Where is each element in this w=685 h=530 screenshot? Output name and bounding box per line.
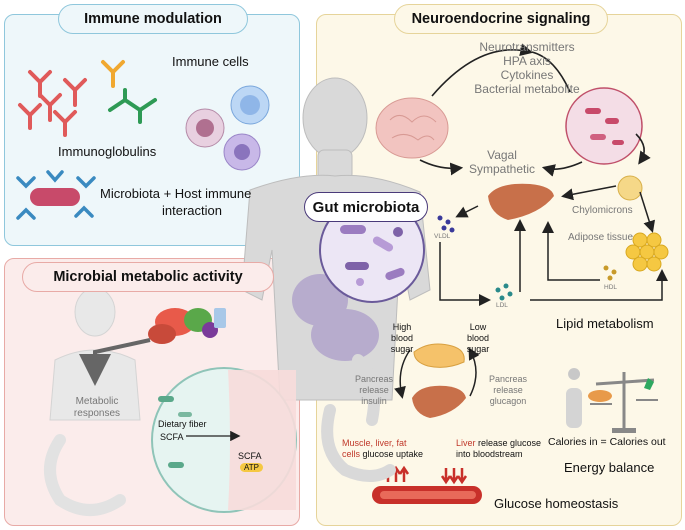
energy-balance-label: Energy balance [564, 460, 655, 475]
immune-cells [185, 85, 270, 171]
glucose-uptake-label: Muscle, liver, fat cells glucose uptake [342, 438, 423, 460]
interaction-label-line1: Microbiota + Host immune [100, 186, 252, 201]
signal-neurotransmitters: Neurotransmitters [479, 40, 575, 54]
pancreas-glucagon-label: Pancreas release glucagon [478, 374, 538, 407]
gut-to-vagal-arrow [541, 161, 583, 177]
lipid-metabolism-label: Lipid metabolism [556, 316, 654, 331]
vldl-label: VLDL [434, 233, 451, 240]
atp-badge: ATP [240, 463, 263, 472]
chylomicron-icon [617, 175, 643, 201]
pancreas-insulin-label: Pancreas release insulin [344, 374, 404, 407]
signal-bacterial-metabolite: Bacterial metabolite [474, 82, 580, 96]
liver-icon-bottom [412, 385, 466, 418]
calories-label: Calories in = Calories out [548, 436, 666, 448]
brain-image [375, 97, 449, 159]
ldl-label: LDL [496, 302, 508, 309]
dietary-fiber-label: Dietary fiber [158, 419, 207, 429]
pancreas-icon [413, 343, 465, 368]
vagal-sympathetic-label: Vagal Sympathetic [462, 148, 542, 176]
metabolic-line1: Metabolic [75, 396, 119, 407]
food-icon [148, 308, 226, 344]
antibody-cluster-red [18, 70, 87, 137]
release-red: Liver [456, 438, 476, 448]
immune-modulation-title: Immune modulation [58, 4, 248, 34]
body-intestines [292, 274, 379, 361]
glucose-homeostasis-label: Glucose homeostasis [494, 496, 619, 511]
vldl-dots [437, 215, 455, 233]
neuro-signals-list: Neurotransmitters HPA axis Cytokines Bac… [452, 40, 602, 96]
gut-to-chylomicrons-arrow [635, 133, 651, 165]
insulin-line2: release [359, 385, 389, 395]
release-rest: release glucose [475, 438, 542, 448]
microbial-metabolic-title: Microbial metabolic activity [22, 262, 274, 292]
gut-microbiota-circle [319, 197, 425, 303]
adipose-tissue-label: Adipose tissue [568, 232, 634, 243]
signal-hpa-axis: HPA axis [503, 54, 551, 68]
interaction-label-line2: interaction [162, 203, 222, 218]
energy-balance-scale [566, 368, 658, 433]
low-sugar-word: sugar [466, 344, 490, 354]
uptake-red-line1: Muscle, liver, fat [342, 438, 407, 448]
immunoglobulins-label: Immunoglobulins [58, 144, 157, 159]
ldl-dots [495, 283, 513, 301]
high-blood-word: blood [390, 333, 414, 343]
glucagon-line1: Pancreas [488, 374, 528, 384]
neuroendocrine-title: Neuroendocrine signaling [394, 4, 608, 34]
hdl-to-liver-arrow [542, 221, 600, 281]
sympathetic-label: Sympathetic [468, 162, 536, 176]
release-arrows [440, 468, 468, 485]
high-sugar-word: sugar [390, 344, 414, 354]
immune-cells-label: Immune cells [172, 54, 249, 69]
liver-to-vldl-arrow [455, 205, 479, 218]
adipose-tissue-icon [625, 232, 669, 272]
metabolic-line2: responses [73, 408, 121, 419]
low-word: Low [469, 322, 487, 332]
intestine-silhouette [44, 434, 126, 516]
brain-to-vagal-arrow [419, 159, 464, 176]
chylomicrons-label: Chylomicrons [572, 205, 633, 216]
chylomicron-to-adipose-arrow [639, 191, 656, 233]
intestine-circle [151, 367, 297, 513]
glucagon-line3: glucagon [489, 396, 527, 406]
insulin-line1: Pancreas [354, 374, 394, 384]
brain-to-gut-arrow [431, 43, 534, 97]
uptake-rest: glucose uptake [360, 449, 424, 459]
antibody-yellow [101, 60, 125, 88]
food-to-body-arrow [79, 338, 151, 386]
chylomicron-to-liver-arrow [561, 185, 617, 201]
glucagon-line2: release [493, 385, 523, 395]
signal-cytokines: Cytokines [500, 68, 554, 82]
microbe-antibody-interaction [16, 170, 96, 220]
gut-microbiota-title: Gut microbiota [304, 192, 428, 222]
hdl-label: HDL [604, 284, 618, 291]
antibody-green [108, 88, 157, 124]
glucagon-arrow [468, 347, 480, 397]
gut-microbiome-circle-neuro [565, 87, 643, 165]
glucose-release-label: Liver release glucose into bloodstream [456, 438, 541, 460]
low-blood-sugar-label: Low blood sugar [458, 322, 498, 355]
vldl-to-ldl-arrow [439, 242, 491, 306]
gut-to-brain-arc [531, 51, 571, 93]
scfa-label-2: SCFA [238, 451, 262, 461]
scfa-label-1: SCFA [160, 432, 184, 442]
large-intestine-neuro [321, 354, 396, 482]
uptake-red-line2: cells [342, 449, 361, 459]
liver-icon-top [488, 183, 554, 220]
high-word: High [392, 322, 412, 332]
hdl-dots [603, 265, 617, 281]
release-line2: into bloodstream [456, 449, 523, 459]
high-blood-sugar-label: High blood sugar [382, 322, 422, 355]
ldl-to-adipose-arrow [530, 269, 668, 301]
metabolic-responses-label: Metabolic responses [62, 396, 132, 420]
insulin-arrow [394, 349, 411, 399]
low-blood-word: blood [466, 333, 490, 343]
blood-vessel-inner [380, 491, 476, 499]
insulin-line3: insulin [361, 396, 387, 406]
vagal-label: Vagal [487, 148, 517, 162]
